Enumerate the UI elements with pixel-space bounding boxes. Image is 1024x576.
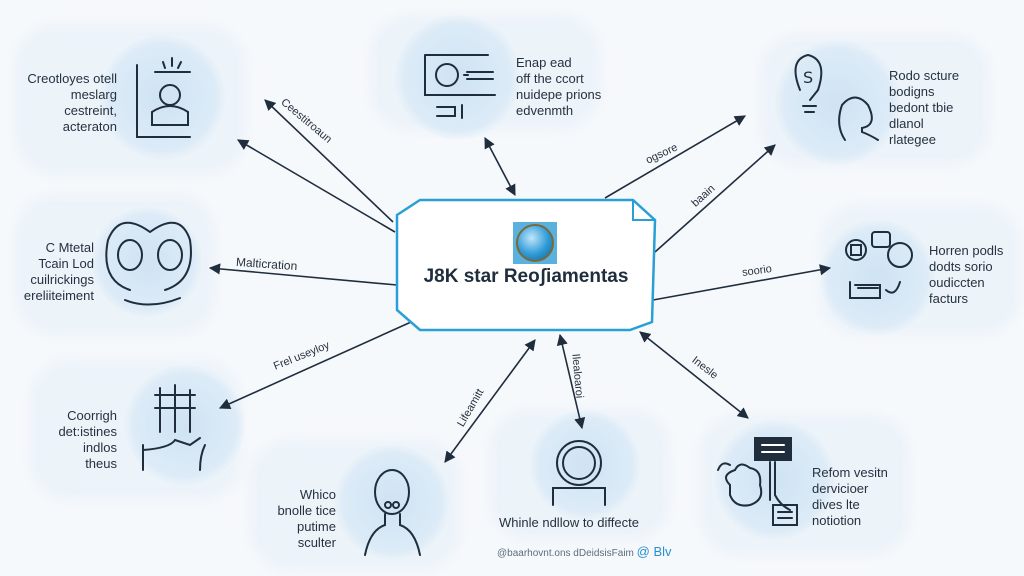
edge-top-right-lower xyxy=(654,144,776,253)
node-halo xyxy=(820,220,935,335)
edge-top-left-2 xyxy=(237,139,396,233)
node-halo xyxy=(775,40,900,165)
person-icon xyxy=(364,469,421,556)
center-box xyxy=(395,198,657,332)
node-halo xyxy=(92,207,202,317)
lightbulb-head-icon: S xyxy=(794,53,879,141)
edge-top-left xyxy=(264,99,394,223)
edge-top-center xyxy=(484,137,516,196)
person-chart-icon xyxy=(136,57,191,138)
edge-mid-left xyxy=(208,263,398,286)
edge-bottom-left xyxy=(218,317,421,409)
edge-bottom xyxy=(444,339,536,463)
id-card-icon xyxy=(424,54,496,119)
faces-heart-icon xyxy=(105,221,192,306)
grid-graph-icon xyxy=(142,384,206,471)
monitor-tree-icon xyxy=(717,437,798,526)
svg-text:S: S xyxy=(803,68,813,87)
edge-bottom-center xyxy=(556,333,586,430)
node-halo xyxy=(335,445,450,560)
edge-bottom-right xyxy=(639,331,749,419)
center-title: J8K star Reoʃiamentas xyxy=(423,266,629,287)
node-halo xyxy=(100,35,225,160)
footer-credit: @baarhovnt.ons dDeidsisFaim @ Blv xyxy=(497,544,672,559)
node-bottom-center-text: Whinle ndllow to diffecte xyxy=(499,515,639,530)
devices-icon xyxy=(845,231,913,299)
footer-text: @baarhovnt.ons dDeidsisFaim xyxy=(497,548,634,559)
footer-brand: @ Blv xyxy=(636,544,672,559)
node-halo xyxy=(125,365,245,485)
globe-badge-icon xyxy=(513,222,557,264)
edge-right xyxy=(652,264,832,301)
webcam-icon xyxy=(552,440,606,506)
edge-top-right-upper xyxy=(604,115,746,199)
